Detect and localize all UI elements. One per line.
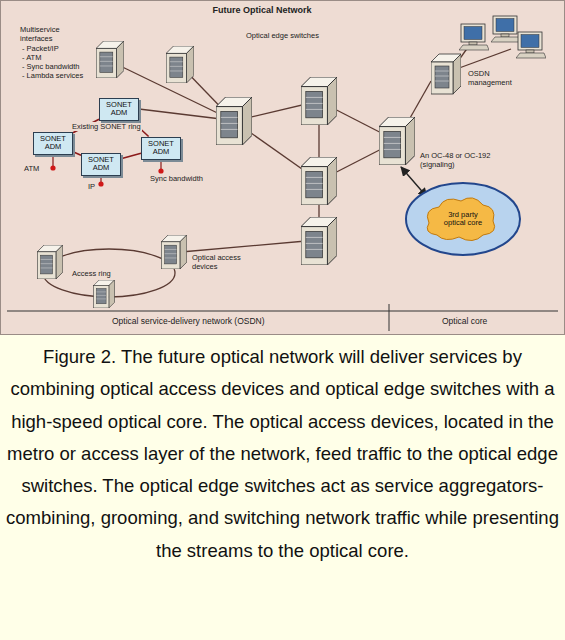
figure-caption: Figure 2. The future optical network wil… [5, 341, 560, 567]
sonet-adm-box: SONET ADM [81, 153, 121, 176]
callout-label: Sync bandwidth [149, 174, 204, 183]
callout-label: Optical access devices [191, 253, 243, 271]
callout-label: Optical edge switches [245, 31, 320, 40]
callout-label: ATM [23, 164, 40, 173]
callout-label: Multiservice interfaces [19, 25, 76, 43]
callout-label: Existing SONET ring [71, 122, 142, 131]
core-cloud: 3rd party optical core [404, 181, 522, 257]
callout-label: - Packet/IP [21, 44, 60, 53]
sonet-ring-link [121, 153, 141, 158]
callout-label: - Lambda services [21, 71, 84, 80]
node-text: SONET ADM [85, 156, 117, 173]
diagram-panel: Future Optical NetworkMultiservice inter… [0, 0, 565, 335]
region-label: Optical service-delivery network (OSDN) [111, 317, 266, 326]
sonet-adm-box: SONET ADM [141, 137, 181, 160]
node-text: SONET ADM [37, 135, 69, 152]
node-text: SONET ADM [103, 101, 135, 118]
caption-panel: Figure 2. The future optical network wil… [0, 335, 565, 640]
region-label: Optical core [441, 317, 488, 326]
callout-label: Access ring [71, 269, 112, 278]
node-text: SONET ADM [145, 140, 177, 157]
callout-label: - Sync bandwidth [21, 62, 81, 71]
node-text: 3rd party optical core [440, 211, 486, 228]
callout-label: OSDN management [467, 69, 527, 87]
sonet-adm-box: SONET ADM [99, 98, 139, 121]
diagram-title: Future Optical Network [196, 6, 328, 15]
callout-label: IP [87, 182, 96, 191]
callout-label: - ATM [21, 53, 42, 62]
callout-label: An OC-48 or OC-192 (signaling) [419, 151, 501, 169]
sonet-ring-link [73, 152, 81, 156]
sonet-adm-box: SONET ADM [33, 132, 73, 155]
